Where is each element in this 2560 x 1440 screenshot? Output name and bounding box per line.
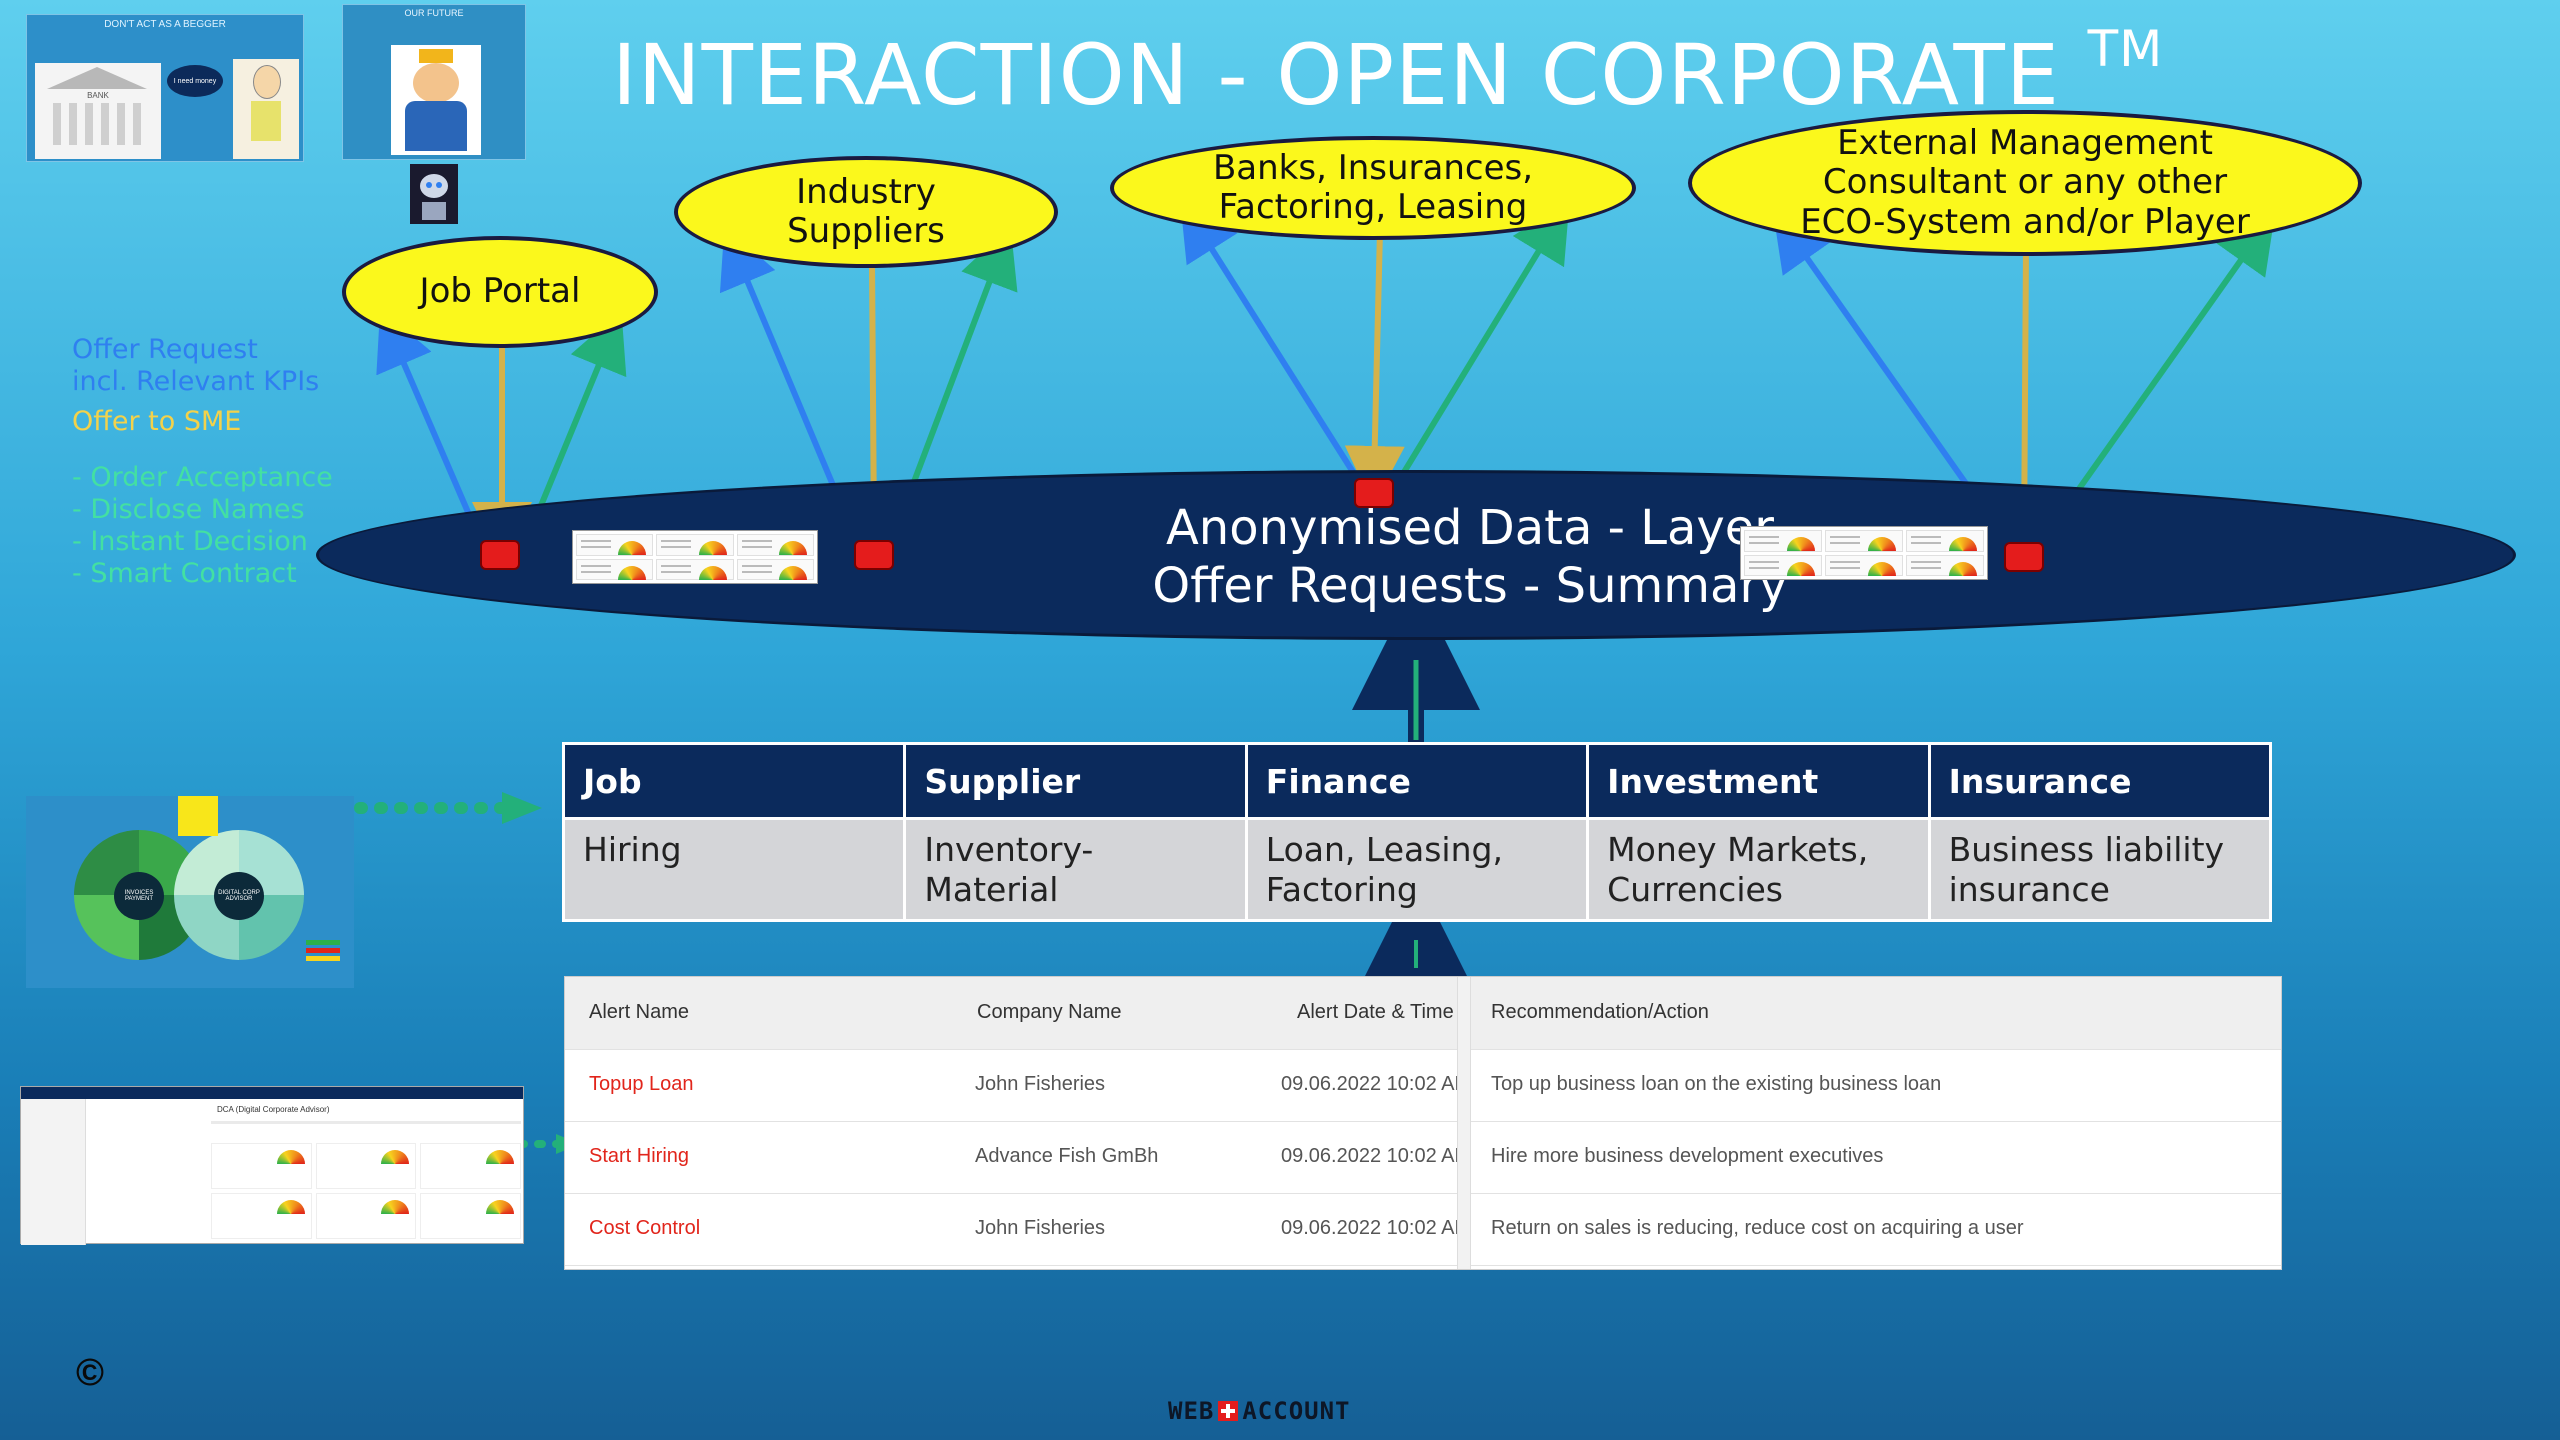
alert-datetime: 09.06.2022 10:02 AM	[1281, 1073, 1472, 1095]
kpi-card-right	[1740, 526, 1988, 580]
alerts-header-datetime: Alert Date & Time	[1297, 1001, 1454, 1023]
alert-name[interactable]: Cost Control	[589, 1217, 701, 1239]
connector-arrowhead-diagram	[502, 792, 542, 824]
dashboard-thumbnail: DCA (Digital Corporate Advisor)	[20, 1086, 524, 1245]
category-value-job: Hiring	[561, 816, 907, 923]
alert-company: John Fisheries	[975, 1073, 1106, 1095]
alerts-header-row: Alert Name Company Name Alert Date & Tim…	[565, 977, 2281, 1050]
category-value-investment: Money Markets, Currencies	[1586, 816, 1931, 923]
alert-action: Return on sales is reducing, reduce cost…	[1491, 1217, 2024, 1239]
category-header-supplier: Supplier	[903, 742, 1248, 820]
beggar-figure	[233, 59, 299, 159]
category-header-job: Job	[561, 742, 907, 820]
swiss-cross-icon	[1218, 1401, 1239, 1421]
legend-offer-request: Offer Request incl. Relevant KPIs	[72, 334, 320, 397]
alert-name[interactable]: Start Hiring	[589, 1145, 690, 1167]
alerts-header-name: Alert Name	[589, 1001, 690, 1023]
copyright-symbol: ©	[76, 1352, 104, 1394]
legend-accept: - Order Acceptance - Disclose Names - In…	[72, 462, 333, 589]
alert-row[interactable]: Topup Loan John Fisheries 09.06.2022 10:…	[565, 1049, 2281, 1122]
accept-arrow-banks	[1395, 200, 1570, 484]
alerts-header-action: Recommendation/Action	[1491, 1001, 1709, 1023]
node-external	[2004, 542, 2044, 572]
alert-action: Top up business loan on the existing bus…	[1491, 1073, 1942, 1095]
anonymised-data-layer	[316, 470, 2516, 640]
node-industry	[854, 540, 894, 570]
bubble-external: External Management Consultant or any ot…	[1688, 110, 2362, 256]
bubble-industry-suppliers: Industry Suppliers	[674, 156, 1058, 268]
request-arrow-banks	[1179, 198, 1361, 482]
kpi-card-left	[572, 530, 818, 584]
bank-image: BANK	[35, 63, 161, 159]
category-header-investment: Investment	[1586, 742, 1931, 820]
beggar-caption: DON'T ACT AS A BEGGER	[104, 19, 226, 30]
layer-title: Anonymised Data - Layer Offer Requests -…	[1152, 500, 1788, 614]
alerts-header-company: Company Name	[977, 1001, 1122, 1023]
beggar-thumbnail: DON'T ACT AS A BEGGER BANK I need money	[26, 14, 304, 162]
diagram-center-right: DIGITAL CORP ADVISOR	[214, 872, 264, 920]
alert-action: Hire more business development executive…	[1491, 1145, 1884, 1167]
bubble-banks: Banks, Insurances, Factoring, Leasing	[1110, 136, 1636, 240]
page-title: INTERACTION - OPEN CORPORATE TM	[612, 20, 2164, 124]
bank-label: BANK	[87, 91, 109, 100]
request-arrow-job	[376, 308, 483, 542]
category-value-finance: Loan, Leasing, Factoring	[1244, 816, 1590, 923]
diagram-center-left: INVOICES PAYMENT	[114, 872, 164, 920]
alert-company: John Fisheries	[975, 1217, 1106, 1239]
robot-icon	[410, 164, 458, 224]
alert-company: Advance Fish GmBh	[975, 1145, 1159, 1167]
king-image	[391, 45, 481, 155]
bubble-job-portal: Job Portal	[342, 236, 658, 348]
ecosystem-diagram-thumbnail: INVOICES PAYMENT DIGITAL CORP ADVISOR	[26, 796, 354, 988]
category-header-finance: Finance	[1244, 742, 1590, 820]
legend-offer-to-sme: Offer to SME	[72, 406, 242, 437]
alert-row[interactable]: Cost Control John Fisheries 09.06.2022 1…	[565, 1193, 2281, 1266]
web-account-logo: WEB ACCOUNT	[1168, 1397, 1351, 1425]
dashboard-title: DCA (Digital Corporate Advisor)	[217, 1105, 330, 1114]
alert-row[interactable]: Start Hiring Advance Fish GmBh 09.06.202…	[565, 1121, 2281, 1194]
category-header-insurance: Insurance	[1927, 742, 2273, 820]
alerts-column-divider	[1457, 977, 1471, 1269]
category-value-insurance: Business liability insurance	[1927, 816, 2273, 923]
alert-datetime: 09.06.2022 10:02 AM	[1281, 1145, 1472, 1167]
offer-arrow-banks	[1344, 229, 1405, 506]
alerts-table: Alert Name Company Name Alert Date & Tim…	[564, 976, 2282, 1270]
future-thumbnail: OUR FUTURE	[342, 4, 526, 160]
alert-name[interactable]: Topup Loan	[589, 1073, 694, 1095]
node-banks	[1354, 478, 1394, 508]
alert-datetime: 09.06.2022 10:02 AM	[1281, 1217, 1472, 1239]
speech-bubble: I need money	[167, 65, 223, 97]
category-value-supplier: Inventory-Material	[903, 816, 1248, 923]
future-caption: OUR FUTURE	[404, 8, 464, 18]
node-job	[480, 540, 520, 570]
category-table: Job Supplier Finance Investment Insuranc…	[561, 742, 2273, 923]
